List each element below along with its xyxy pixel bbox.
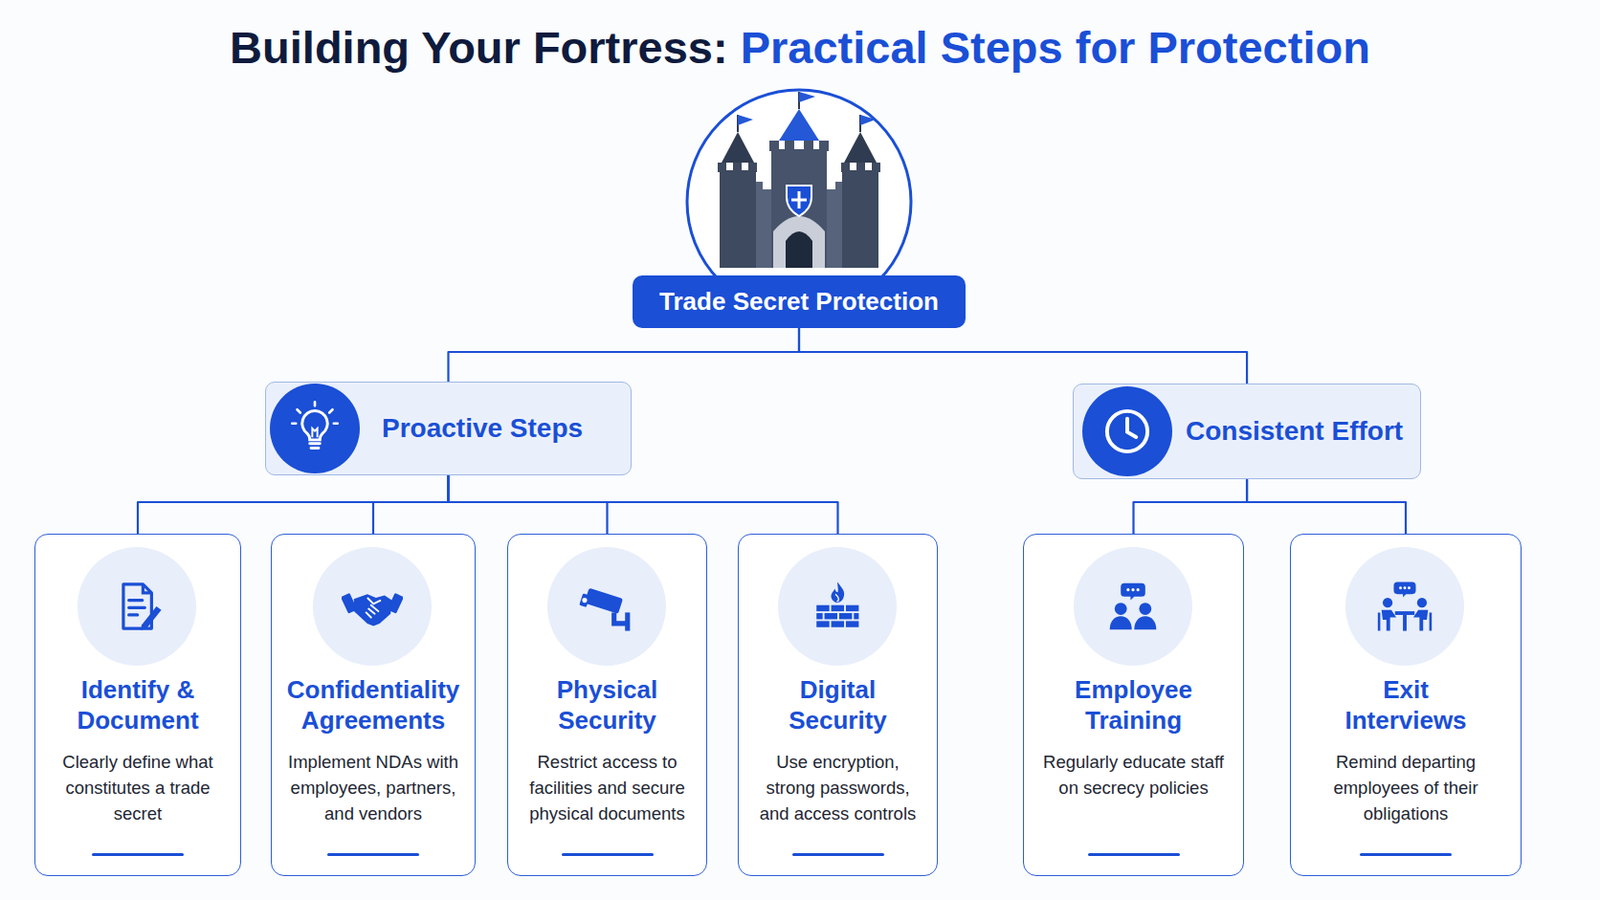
accent-line (792, 853, 885, 857)
decoration (1107, 410, 1148, 451)
group-icon (269, 383, 360, 474)
card-icon (777, 547, 897, 667)
decoration (719, 170, 756, 268)
card-icon (77, 547, 197, 667)
decoration (1073, 547, 1193, 667)
card-description: Implement NDAs with employees, partners,… (284, 749, 463, 827)
group-box: Consistent Effort (1072, 383, 1422, 480)
decoration (769, 140, 779, 152)
page-title: Building Your Fortress: Practical Steps … (0, 21, 1600, 74)
accent-line (1359, 853, 1452, 857)
decoration (769, 140, 829, 152)
step-card: Digital SecurityUse encryption, strong p… (737, 533, 938, 877)
card-description: Remind departing employees of their obli… (1303, 749, 1509, 827)
group-box: Proactive Steps (265, 381, 632, 476)
decoration (860, 114, 876, 126)
accent-line (561, 853, 654, 857)
decoration (799, 91, 816, 103)
decoration (717, 162, 727, 173)
decoration (816, 581, 859, 627)
decoration (1082, 386, 1173, 477)
decoration (721, 132, 755, 163)
decoration (791, 191, 807, 209)
decoration (733, 162, 742, 173)
group-icon (1082, 386, 1173, 477)
card-description: Use encryption, strong passwords, and ac… (751, 749, 925, 827)
decoration (123, 584, 162, 631)
decoration (842, 170, 879, 268)
decoration (786, 185, 812, 217)
card-icon (312, 547, 432, 667)
decoration (1110, 583, 1157, 631)
decoration (340, 593, 404, 627)
decoration (856, 162, 866, 173)
decoration (777, 547, 897, 667)
decoration (803, 140, 814, 152)
node-label: Trade Secret Protection (659, 287, 939, 317)
decoration (269, 383, 360, 474)
decoration (819, 140, 829, 152)
decoration (844, 132, 877, 163)
card-heading: Employee Training (1041, 674, 1227, 736)
step-card: Identify & DocumentClearly define what c… (34, 533, 242, 877)
card-icon (1345, 547, 1465, 667)
decoration (737, 114, 754, 126)
tree-connector (448, 475, 839, 534)
accent-line (91, 853, 184, 857)
decoration (748, 162, 757, 173)
tree-connector (799, 328, 1247, 384)
decoration (752, 189, 846, 268)
decoration (771, 149, 827, 268)
tree-connector (1246, 479, 1406, 534)
decoration (291, 401, 338, 448)
card-icon (547, 547, 667, 667)
card-heading: Exit Interviews (1333, 674, 1478, 736)
card-heading: Physical Security (517, 674, 697, 736)
title-part: Building Your Fortress: (229, 22, 729, 73)
card-description: Clearly define what constitutes a trade … (47, 749, 228, 827)
step-card: Confidentiality AgreementsImplement NDAs… (270, 533, 476, 877)
step-card: Exit InterviewsRemind departing employee… (1289, 533, 1522, 877)
decoration (871, 162, 881, 173)
tree-connector (448, 328, 800, 382)
decoration (578, 588, 630, 632)
card-heading: Identify & Document (44, 674, 231, 736)
root-pill: Trade Secret Protection (632, 275, 966, 329)
castle-icon (717, 91, 881, 268)
decoration (717, 162, 757, 173)
decoration (547, 547, 667, 667)
decoration (1345, 547, 1465, 667)
accent-line (327, 853, 420, 857)
card-icon (1073, 547, 1193, 667)
step-card: Employee TrainingRegularly educate staff… (1022, 533, 1245, 877)
decoration (773, 216, 825, 268)
tree-connector (448, 475, 608, 534)
decoration (1379, 581, 1432, 631)
decoration (784, 140, 795, 152)
step-card: Physical SecurityRestrict access to faci… (507, 533, 708, 877)
node-label: Proactive Steps (381, 413, 583, 445)
card-heading: Digital Security (748, 674, 928, 736)
tree-connector (373, 475, 449, 534)
decoration (841, 162, 850, 173)
accent-line (1088, 853, 1180, 857)
node-label: Consistent Effort (1185, 416, 1403, 447)
card-description: Regularly educate staff on secrecy polic… (1036, 749, 1231, 801)
title-part: Practical Steps for Protection (728, 22, 1371, 73)
card-description: Restrict access to facilities and secure… (520, 749, 694, 827)
decoration (785, 231, 813, 268)
tree-connector (1133, 479, 1248, 534)
decoration (778, 109, 820, 141)
decoration (312, 547, 432, 667)
card-heading: Confidentiality Agreements (281, 674, 466, 736)
decoration (841, 162, 881, 173)
tree-connector (137, 475, 449, 534)
decoration (77, 547, 197, 667)
